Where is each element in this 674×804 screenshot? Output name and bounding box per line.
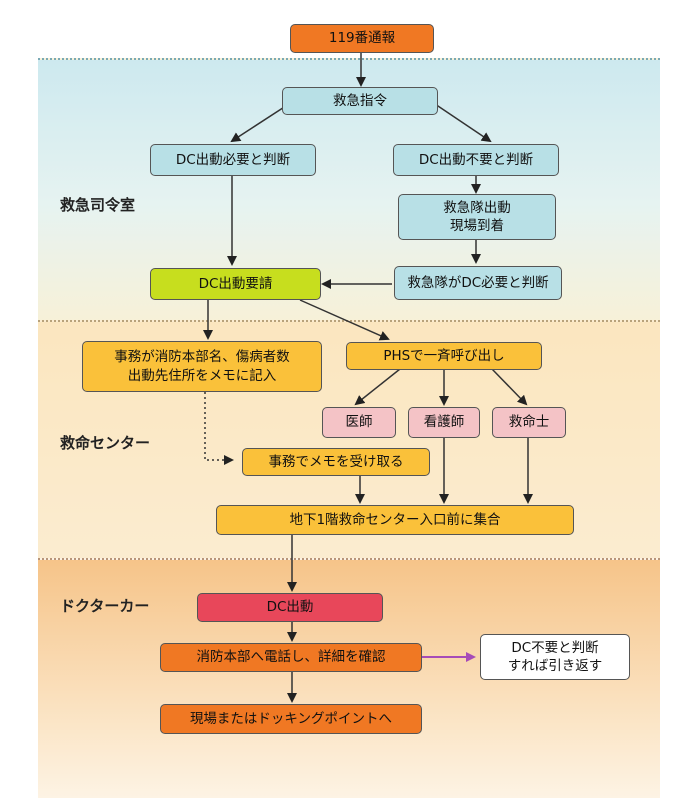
node-dispatch-order: 救急指令 bbox=[282, 87, 438, 115]
node-nurse: 看護師 bbox=[408, 407, 480, 438]
node-ambulance-arrive: 救急隊出動 現場到着 bbox=[398, 194, 556, 240]
node-gather: 地下1階救命センター入口前に集合 bbox=[216, 505, 574, 535]
node-return-if-not-needed: DC不要と判断 すれば引き返す bbox=[480, 634, 630, 680]
zone-label-doctor-car: ドクターカー bbox=[60, 597, 150, 615]
zone-label-dispatch: 救急司令室 bbox=[60, 196, 136, 214]
node-dc-request: DC出動要請 bbox=[150, 268, 321, 300]
node-phs-call: PHSで一斉呼び出し bbox=[346, 342, 542, 370]
arrow-phs-to-paramedic bbox=[491, 368, 528, 406]
node-dc-not-needed: DC出動不要と判断 bbox=[393, 144, 559, 176]
node-paramedic: 救命士 bbox=[492, 407, 566, 438]
node-dc-depart: DC出動 bbox=[197, 593, 383, 622]
arrow-request-to-phs bbox=[299, 299, 390, 341]
arrow-phs-to-doctor bbox=[354, 368, 401, 406]
node-dc-needed: DC出動必要と判断 bbox=[150, 144, 316, 176]
arrow-memo-to-receive-dotted bbox=[204, 392, 234, 465]
node-call-hq: 消防本部へ電話し、詳細を確認 bbox=[160, 643, 422, 672]
node-ambulance-judge: 救急隊がDC必要と判断 bbox=[394, 266, 562, 300]
node-receive-memo: 事務でメモを受け取る bbox=[242, 448, 430, 476]
node-office-memo: 事務が消防本部名、傷病者数 出動先住所をメモに記入 bbox=[82, 341, 322, 392]
arrow-dispatch-to-dc-not-needed bbox=[431, 101, 492, 143]
zone-label-center: 救命センター bbox=[60, 434, 151, 452]
node-doctor: 医師 bbox=[322, 407, 396, 438]
node-to-site: 現場またはドッキングポイントへ bbox=[160, 704, 422, 734]
node-119-call: 119番通報 bbox=[290, 24, 434, 53]
